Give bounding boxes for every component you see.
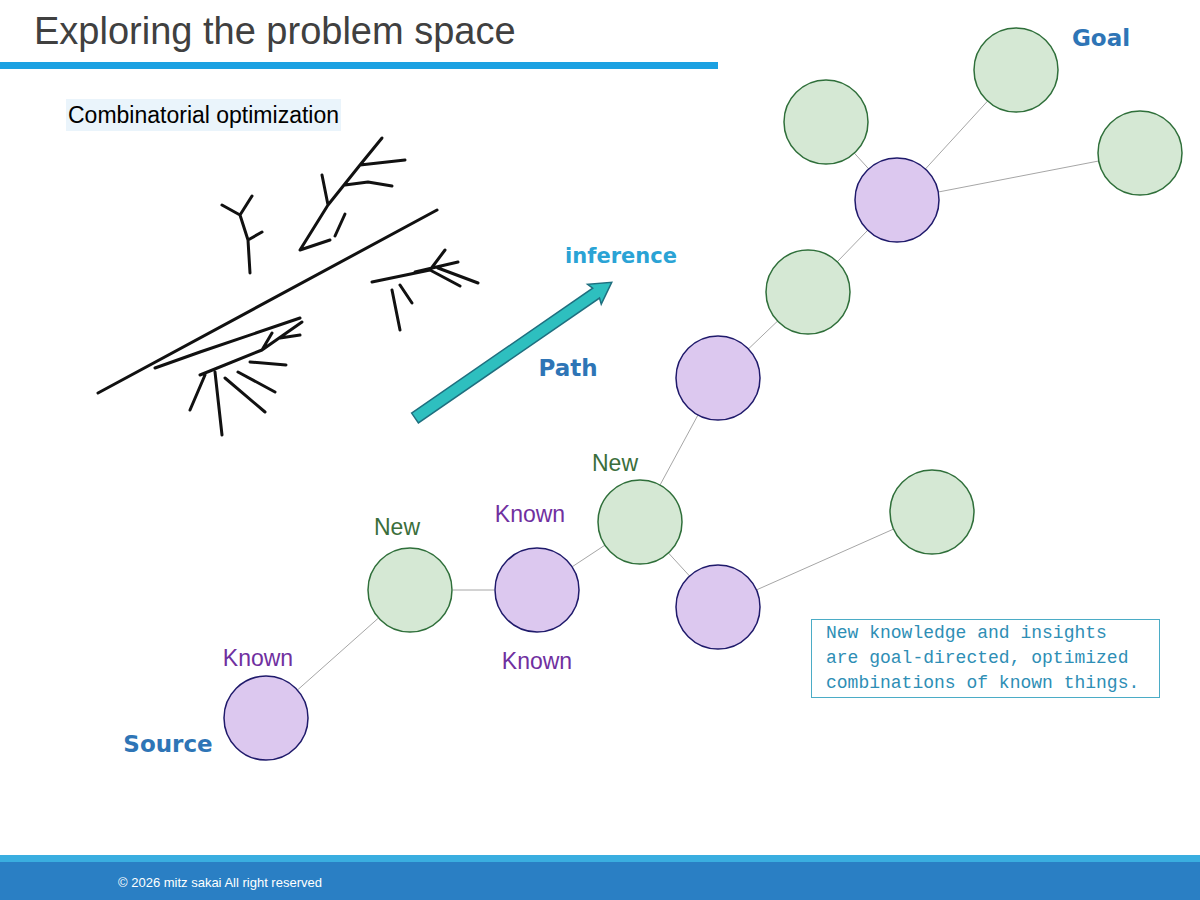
- new-circle: [766, 250, 850, 334]
- note-box: New knowledge and insights are goal-dire…: [811, 619, 1160, 698]
- circle-shape: [598, 480, 682, 564]
- graph-circles: [676, 80, 1182, 649]
- connector-line: [298, 619, 378, 690]
- circle-outline: [494, 547, 580, 633]
- circle-outline: [367, 547, 453, 633]
- tree-branch: [190, 322, 302, 435]
- arrow-label: Path: [538, 355, 597, 381]
- circle-outline: [973, 27, 1059, 113]
- circle-shape: [974, 28, 1058, 112]
- known-circle: [676, 336, 760, 420]
- known-label: Known: [495, 503, 565, 526]
- known-label: Known: [223, 647, 293, 670]
- slide-title: Exploring the problem space: [34, 8, 516, 54]
- footer-bar: [0, 862, 1200, 900]
- source-label: Source: [123, 733, 212, 756]
- known-label: Known: [502, 650, 572, 673]
- note-text: New knowledge and insights are goal-dire…: [826, 621, 1145, 696]
- new-circle: [890, 470, 974, 554]
- tree-trunk: [98, 210, 437, 393]
- tree-branch: [222, 196, 262, 273]
- goal-label: Goal: [1072, 27, 1130, 50]
- inference-arrow: [408, 272, 618, 427]
- tree-branch: [372, 250, 478, 330]
- new-node: New: [597, 479, 683, 565]
- connector-line: [453, 590, 494, 591]
- graph-lines: [640, 70, 1140, 607]
- goal-node: Goal: [973, 27, 1059, 113]
- new-label: New: [592, 452, 638, 475]
- new-circle: [784, 80, 868, 164]
- copyright-footer: © 2026 mitz sakai All right reserved: [118, 875, 322, 890]
- section-label: Combinatorial optimization: [66, 99, 341, 131]
- known-circle: [676, 565, 760, 649]
- known-node: KnownKnown: [494, 547, 580, 633]
- circle-shape: [368, 548, 452, 632]
- arrow-label: inference: [565, 244, 677, 268]
- tree-branch: [300, 138, 405, 250]
- circle-shape: [224, 676, 308, 760]
- title-underline: [0, 62, 718, 69]
- new-label: New: [374, 516, 420, 539]
- source-node: KnownSource: [223, 675, 309, 761]
- known-circle: [855, 158, 939, 242]
- tree-sketch: [98, 138, 478, 435]
- circle-shape: [495, 548, 579, 632]
- tree-trunk: [155, 318, 300, 368]
- new-node: New: [367, 547, 453, 633]
- footer-strip: [0, 855, 1200, 862]
- new-circle: [1098, 111, 1182, 195]
- arrow-shape: [408, 272, 618, 427]
- circle-outline: [597, 479, 683, 565]
- circle-outline: [223, 675, 309, 761]
- connector-line: [573, 546, 604, 567]
